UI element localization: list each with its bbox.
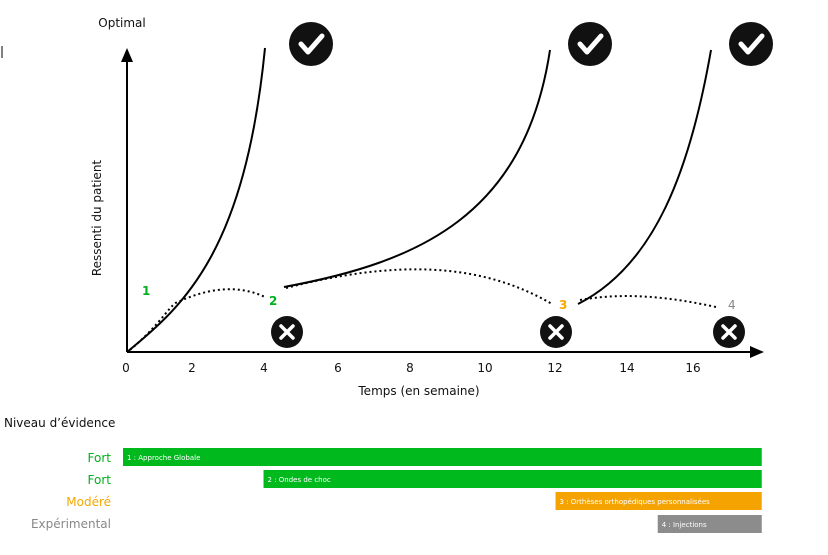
- top-label: Optimal: [98, 16, 145, 30]
- x-tick-label: 0: [122, 361, 130, 375]
- stage-marker-3: 3: [559, 298, 567, 312]
- x-axis-arrow: [750, 346, 764, 358]
- cross-icon: [540, 316, 572, 348]
- evidence-level-label: Fort: [88, 473, 112, 487]
- failure-curve-3: [579, 295, 717, 308]
- axes: [121, 48, 764, 358]
- evidence-bar: [123, 448, 762, 466]
- y-axis-arrow: [121, 48, 133, 62]
- check-icon: [289, 22, 333, 66]
- success-curve-3: [577, 49, 712, 305]
- success-curves: [126, 47, 712, 353]
- check-icon: [729, 22, 773, 66]
- stage-markers: 1 2 3 4: [142, 284, 736, 312]
- x-tick-label: 6: [334, 361, 342, 375]
- evidence-bar-label: 2 : Ondes de choc: [268, 476, 331, 484]
- failure-curves: [129, 268, 717, 351]
- evidence-levels: Fort Fort Modéré Expérimental: [31, 451, 111, 531]
- y-axis-title: Ressenti du patient: [90, 160, 104, 277]
- evidence-bar-label: 4 : Injections: [662, 521, 707, 529]
- check-icon: [568, 22, 612, 66]
- success-curve-2: [283, 49, 551, 288]
- evidence-bar: [555, 492, 762, 510]
- evidence-bars: 1 : Approche Globale 2 : Ondes de choc 3 :…: [123, 448, 762, 533]
- evidence-level-label: Expérimental: [31, 517, 111, 531]
- evidence-bar-label: 1 : Approche Globale: [127, 454, 200, 462]
- evidence-bar: [657, 515, 762, 533]
- success-curve-1: [126, 47, 266, 353]
- x-tick-label: 16: [685, 361, 700, 375]
- x-tick-label: 14: [619, 361, 634, 375]
- evidence-bar-label: 3 : Orthèses orthopédiques personnalisée…: [560, 498, 711, 506]
- x-axis-title: Temps (en semaine): [357, 384, 479, 398]
- x-tick-label: 4: [260, 361, 268, 375]
- stage-marker-4: 4: [728, 298, 736, 312]
- x-tick-labels: 0 2 4 6 8 10 12 14 16: [122, 361, 700, 375]
- failure-curve-2: [285, 268, 553, 305]
- evidence-title: Niveau d’évidence: [4, 416, 115, 430]
- x-tick-label: 2: [188, 361, 196, 375]
- evidence-bar: [263, 470, 762, 488]
- stage-marker-1: 1: [142, 284, 150, 298]
- failure-curve-1: [129, 288, 266, 351]
- stage-marker-2: 2: [269, 294, 277, 308]
- x-tick-label: 8: [406, 361, 414, 375]
- cross-icon: [271, 316, 303, 348]
- x-tick-label: 12: [547, 361, 562, 375]
- x-tick-label: 10: [477, 361, 492, 375]
- evidence-level-label: Fort: [88, 451, 112, 465]
- cross-icon: [713, 316, 745, 348]
- evidence-level-label: Modéré: [66, 495, 111, 509]
